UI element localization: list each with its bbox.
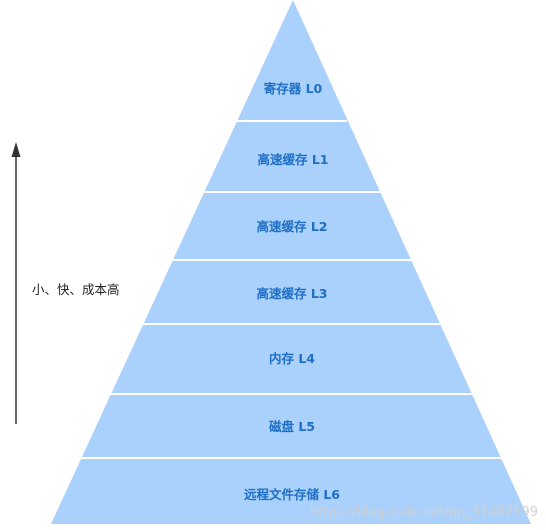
side-annotation: 小、快、成本高 (32, 282, 120, 297)
level-label-l3: 高速缓存 L3 (256, 286, 327, 301)
pyramid-body (51, 0, 531, 524)
level-label-l2: 高速缓存 L2 (256, 219, 327, 234)
level-label-l0: 寄存器 L0 (264, 81, 323, 96)
level-separators (80, 120, 504, 459)
up-arrow-icon (11, 142, 21, 424)
level-label-l5: 磁盘 L5 (268, 419, 315, 434)
level-label-l1: 高速缓存 L1 (257, 152, 328, 167)
level-label-l4: 内存 L4 (269, 351, 315, 366)
watermark: https://blog.csdn.net/qq_31482599 (310, 505, 538, 520)
level-label-l6: 远程文件存储 L6 (244, 487, 340, 502)
